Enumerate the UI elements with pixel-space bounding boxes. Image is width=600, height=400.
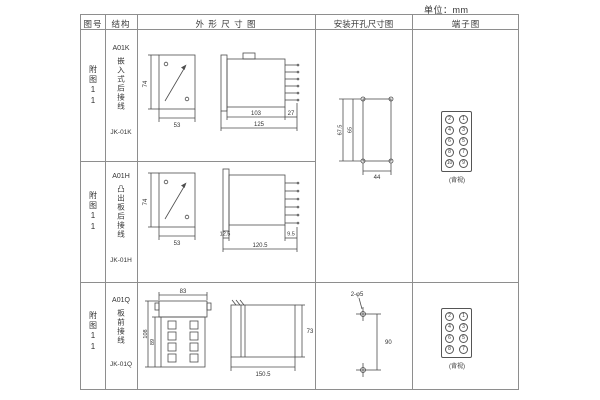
terminal-circle: 8 [445,148,454,157]
row-divider [81,282,518,283]
terminal-circle: 6 [445,334,454,343]
structure-desc-cell: 凸出板后接线 [105,185,137,253]
figure-no-cell: 附图11 [81,191,105,261]
terminal-circle: 5 [459,137,468,146]
dim-flange-offset: 12.5 [220,232,231,238]
header-outline: 外 形 尺 寸 图 [195,19,257,29]
type-code-label: JK-01K [110,129,132,136]
terminal-row: 4 3 [445,126,468,135]
dim-front-height: 74 [143,198,149,205]
front-view-drawing-jk01q: 83 108 89 [143,289,212,368]
col-divider [105,15,106,389]
spec-table: 图号 结构 外 形 尺 寸 图 安装开孔尺寸图 端子图 附图11 A01K 嵌入… [80,14,519,390]
figure-no: 附图11 [88,65,98,107]
terminal-circle: 3 [459,126,468,135]
hole-callout: 2-φ5 [351,292,364,298]
figure-no: 附图11 [88,311,98,353]
terminal-box-3: 2 1 4 3 6 5 8 7 [441,308,472,358]
terminal-circle: 3 [459,323,468,332]
row-divider [81,29,518,30]
dim-inner-height: 89 [150,339,156,345]
front-view-drawing-jk01h: 74 53 [143,172,196,247]
terminal-circle: 9 [459,159,468,168]
model-label: A01H [112,173,130,180]
terminal-circle: 1 [459,312,468,321]
dim-total-height: 108 [143,329,149,338]
figure-no-cell: 附图11 [81,65,105,135]
front-view-drawing-jk01k: 74 53 [143,54,196,129]
unit-label: 单位：mm [424,5,469,15]
figure-no: 附图11 [88,191,98,233]
side-view-drawing-jk01k: 103 27 125 [220,52,300,131]
terminal-circle: 1 [459,115,468,124]
figure-no-cell: 附图11 [81,311,105,367]
terminal-row: 6 5 [445,137,468,146]
model-label: A01Q [112,297,130,304]
mounting-cutout-drawing: 67.5 65 44 [338,96,394,181]
dim-hole-spacing: 90 [385,340,392,346]
terminal-box-12: 2 1 4 3 6 5 8 7 10 9 [441,111,472,172]
header-mounting: 安装开孔尺寸图 [333,19,394,29]
terminal-circle: 4 [445,323,454,332]
header-terminal: 端子图 [451,19,481,29]
structure-desc-cell: 嵌入式后接线 [105,57,137,125]
terminal-view-label: (背视) [449,364,465,370]
dim-side-width: 150.5 [255,372,271,378]
terminal-circle: 10 [445,159,454,168]
terminal-circle: 7 [459,148,468,157]
terminal-row: 8 7 [445,148,468,157]
dim-pin-length: 9.5 [287,232,295,238]
dim-side-height: 73 [307,329,314,335]
type-code-label: JK-01Q [109,361,133,368]
structure-desc-cell: 板前接线 [105,309,137,357]
terminal-circle: 5 [459,334,468,343]
col-divider [412,15,413,389]
structure-desc: 嵌入式后接线 [116,57,126,111]
dim-total-depth: 120.5 [252,243,268,249]
dim-front-width: 53 [174,123,181,129]
dim-hole-spacing-v: 67.5 [338,125,344,136]
terminal-row: 8 7 [445,345,468,354]
row-divider [81,161,315,162]
terminal-circle: 4 [445,126,454,135]
terminal-circle: 8 [445,345,454,354]
header-structure: 结构 [111,19,131,29]
mounting-holes-drawing: 2-φ5 90 [351,292,392,377]
dim-total-depth: 125 [254,122,265,128]
dim-cutout-height: 65 [348,127,354,133]
structure-desc: 板前接线 [116,309,126,345]
terminal-row: 2 1 [445,312,468,321]
structure-desc: 凸出板后接线 [116,185,126,239]
terminal-circle: 2 [445,115,454,124]
dim-front-width: 53 [174,241,181,247]
dim-body-depth: 103 [251,111,262,117]
terminal-row: 2 1 [445,115,468,124]
terminal-circle: 2 [445,312,454,321]
header-figure-no: 图号 [83,19,103,29]
dim-front-height: 74 [143,80,149,87]
side-view-drawing-jk01h: 12.5 9.5 120.5 [220,168,300,252]
terminal-row: 4 3 [445,323,468,332]
type-code-label: JK-01H [110,257,132,264]
col-divider [137,15,138,389]
terminal-circle: 7 [459,345,468,354]
dim-pin-length: 27 [288,111,295,117]
dim-top-width: 83 [180,289,187,295]
terminal-view-label: (背视) [449,178,465,184]
dim-cutout-width: 44 [374,175,381,181]
col-divider [315,15,316,389]
terminal-row: 6 5 [445,334,468,343]
side-view-drawing-jk01q: 73 150.5 [230,299,314,378]
terminal-row: 10 9 [445,159,468,168]
terminal-circle: 6 [445,137,454,146]
model-label: A01K [112,45,130,52]
